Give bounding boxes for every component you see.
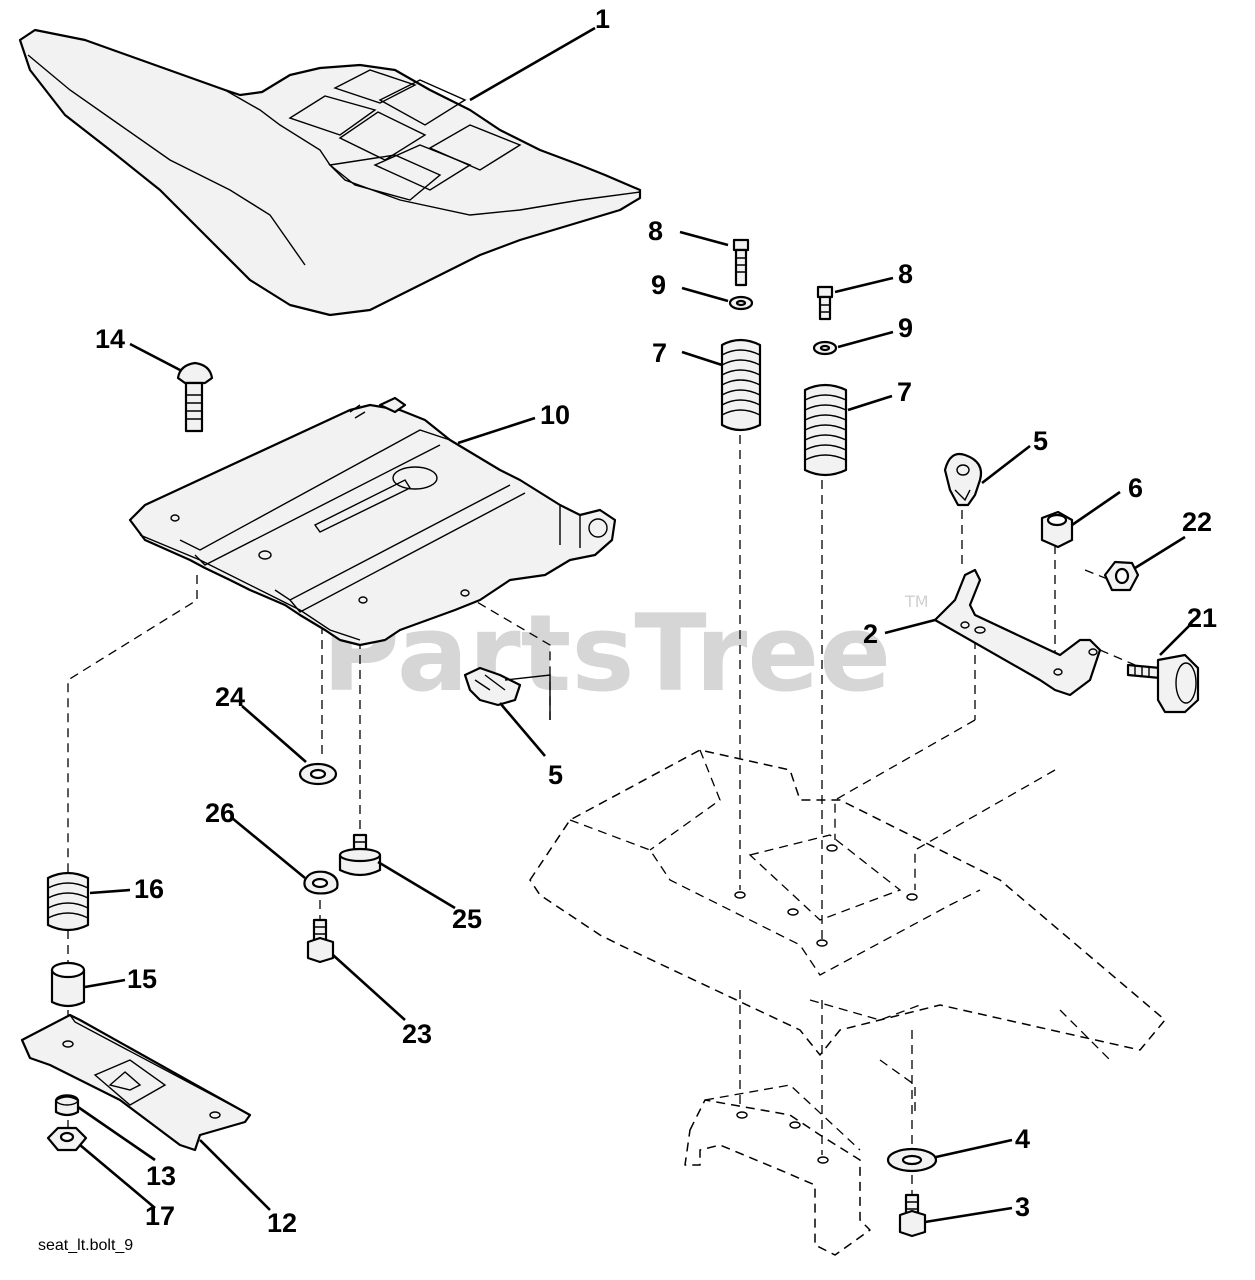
seat-switch-clip-lower: [463, 666, 551, 720]
seat: [18, 28, 642, 317]
callout-6: 6: [1128, 473, 1143, 503]
carriage-bolt: [176, 361, 214, 433]
callout-22: 22: [1182, 507, 1212, 537]
spacer: [50, 961, 86, 1008]
callout-3: 3: [1015, 1192, 1030, 1222]
callout-23: 23: [402, 1019, 432, 1049]
callout-9-left: 9: [651, 270, 666, 300]
callouts: 1 2 3 4 5 5 6 7 7 8 8 9 9 10 12 13 14 15…: [95, 4, 1217, 1238]
compression-spring: [46, 871, 90, 932]
flange-nut-17: [46, 1126, 88, 1152]
callout-21: 21: [1187, 603, 1217, 633]
callout-2: 2: [863, 619, 878, 649]
hex-bolt-3: [898, 1193, 927, 1238]
flat-washer-4: [886, 1147, 938, 1173]
shoulder-bolt: [338, 833, 382, 877]
watermark-tm: TM: [904, 592, 929, 611]
callout-14: 14: [95, 324, 125, 354]
nut-13: [54, 1094, 80, 1117]
callout-15: 15: [127, 964, 157, 994]
seat-pan: [128, 396, 617, 647]
callout-12: 12: [267, 1208, 297, 1238]
slide-plate: [20, 1013, 252, 1152]
spring-stack-right: [803, 285, 848, 477]
callout-8-left: 8: [648, 216, 663, 246]
leader-lines: [77, 26, 1191, 1224]
callout-4: 4: [1015, 1124, 1030, 1154]
callout-17: 17: [145, 1201, 175, 1231]
seat-switch-clip-upper: [943, 452, 983, 507]
split-lock-washer: [303, 870, 339, 895]
lock-nut: [1103, 560, 1140, 592]
hex-bolt-23: [306, 918, 335, 964]
callout-25: 25: [452, 904, 482, 934]
hex-nut: [1040, 510, 1074, 549]
knob-bolt: [1126, 653, 1200, 714]
callout-9-right: 9: [898, 313, 913, 343]
callout-7-left: 7: [652, 338, 667, 368]
callout-26: 26: [205, 798, 235, 828]
seat-bracket: [933, 568, 1102, 697]
callout-8-right: 8: [898, 259, 913, 289]
fender-frame: [529, 749, 1166, 1256]
callout-24: 24: [215, 682, 245, 712]
spring-stack-left: [720, 238, 762, 432]
callout-5-upper: 5: [1033, 426, 1048, 456]
callout-10: 10: [540, 400, 570, 430]
callout-13: 13: [146, 1161, 176, 1191]
callout-7-right: 7: [897, 377, 912, 407]
callout-1: 1: [595, 4, 610, 34]
callout-5-lower: 5: [548, 760, 563, 790]
flat-washer-24: [298, 762, 338, 786]
callout-16: 16: [134, 874, 164, 904]
figure-code: seat_lt.bolt_9: [38, 1237, 133, 1254]
